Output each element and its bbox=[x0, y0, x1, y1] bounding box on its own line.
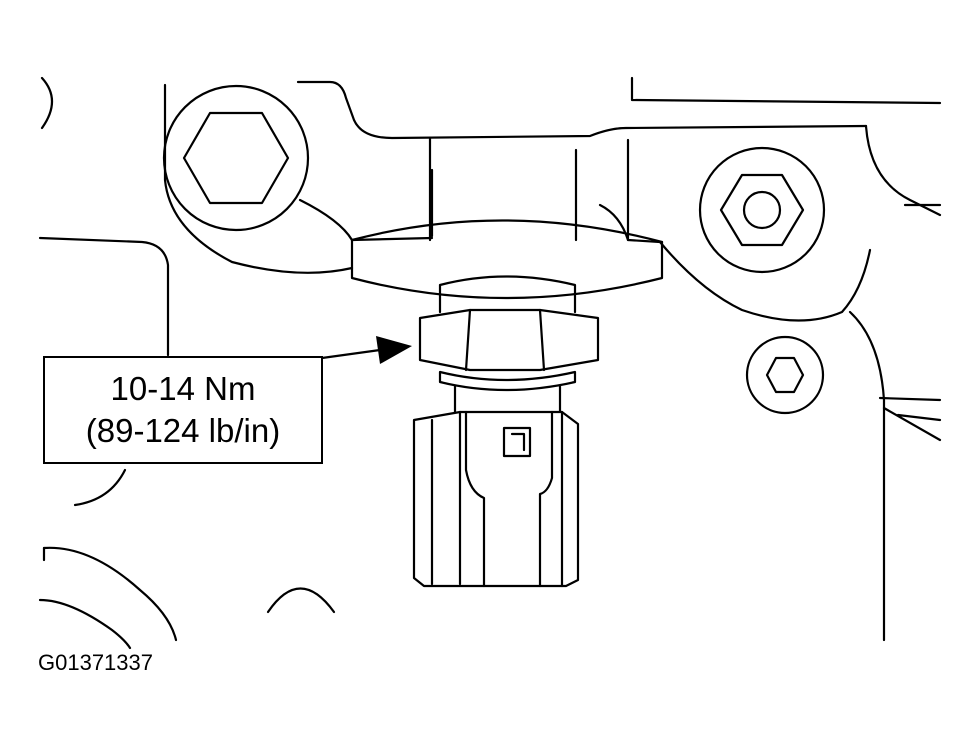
sensor-hex-nut bbox=[418, 308, 600, 372]
left-bg-contour bbox=[38, 236, 170, 357]
sensor-seat-cylinder bbox=[350, 238, 664, 300]
small-bolt-boss bbox=[745, 335, 825, 415]
connector-locking-tab bbox=[464, 410, 554, 588]
sensor-neck bbox=[438, 370, 577, 414]
right-boss-casting bbox=[658, 240, 872, 322]
sensor-connector-body bbox=[412, 410, 580, 588]
callout-leader-line bbox=[320, 348, 382, 360]
casting-top-right-line bbox=[630, 76, 942, 105]
connector-latch-window bbox=[502, 426, 532, 458]
lower-left-contour-outer bbox=[42, 546, 178, 642]
lower-left-contour-inner bbox=[38, 598, 132, 650]
housing-edge-arc bbox=[40, 76, 54, 130]
torque-lbin-text: (89-124 lb/in) bbox=[85, 412, 281, 449]
figure-id: G01371337 bbox=[38, 650, 153, 675]
lower-left-slope bbox=[73, 468, 127, 507]
casting-upper-edge bbox=[296, 80, 868, 140]
sensor-thread-collar bbox=[438, 275, 577, 314]
connector-left-rib bbox=[430, 410, 462, 586]
sensor-hex-facets bbox=[464, 308, 546, 372]
right-casting-contour bbox=[848, 310, 886, 642]
right-hex-nut bbox=[719, 173, 805, 247]
sensor-seat-top-ellipse bbox=[350, 219, 664, 244]
bottom-hole-arc bbox=[266, 587, 336, 614]
left-bolt-boss bbox=[162, 84, 310, 232]
boss-flare-left bbox=[298, 198, 434, 242]
small-hex-bolt-head bbox=[765, 356, 805, 394]
casting-right-wall bbox=[864, 124, 942, 217]
left-hex-bolt-head bbox=[182, 111, 290, 205]
casting-outline bbox=[163, 83, 354, 274]
callout-arrowhead bbox=[376, 336, 412, 364]
right-stud-end bbox=[742, 190, 782, 230]
connector-latch-tab bbox=[510, 432, 526, 452]
boss-flare-right bbox=[598, 203, 662, 244]
torque-nm-text: 10-14 Nm bbox=[110, 370, 256, 407]
right-bolt-boss bbox=[698, 146, 826, 274]
torque-callout: 10-14 Nm (89-124 lb/in) bbox=[43, 356, 323, 464]
mounting-boss-sides bbox=[428, 136, 630, 242]
right-casting-lines bbox=[878, 203, 942, 442]
